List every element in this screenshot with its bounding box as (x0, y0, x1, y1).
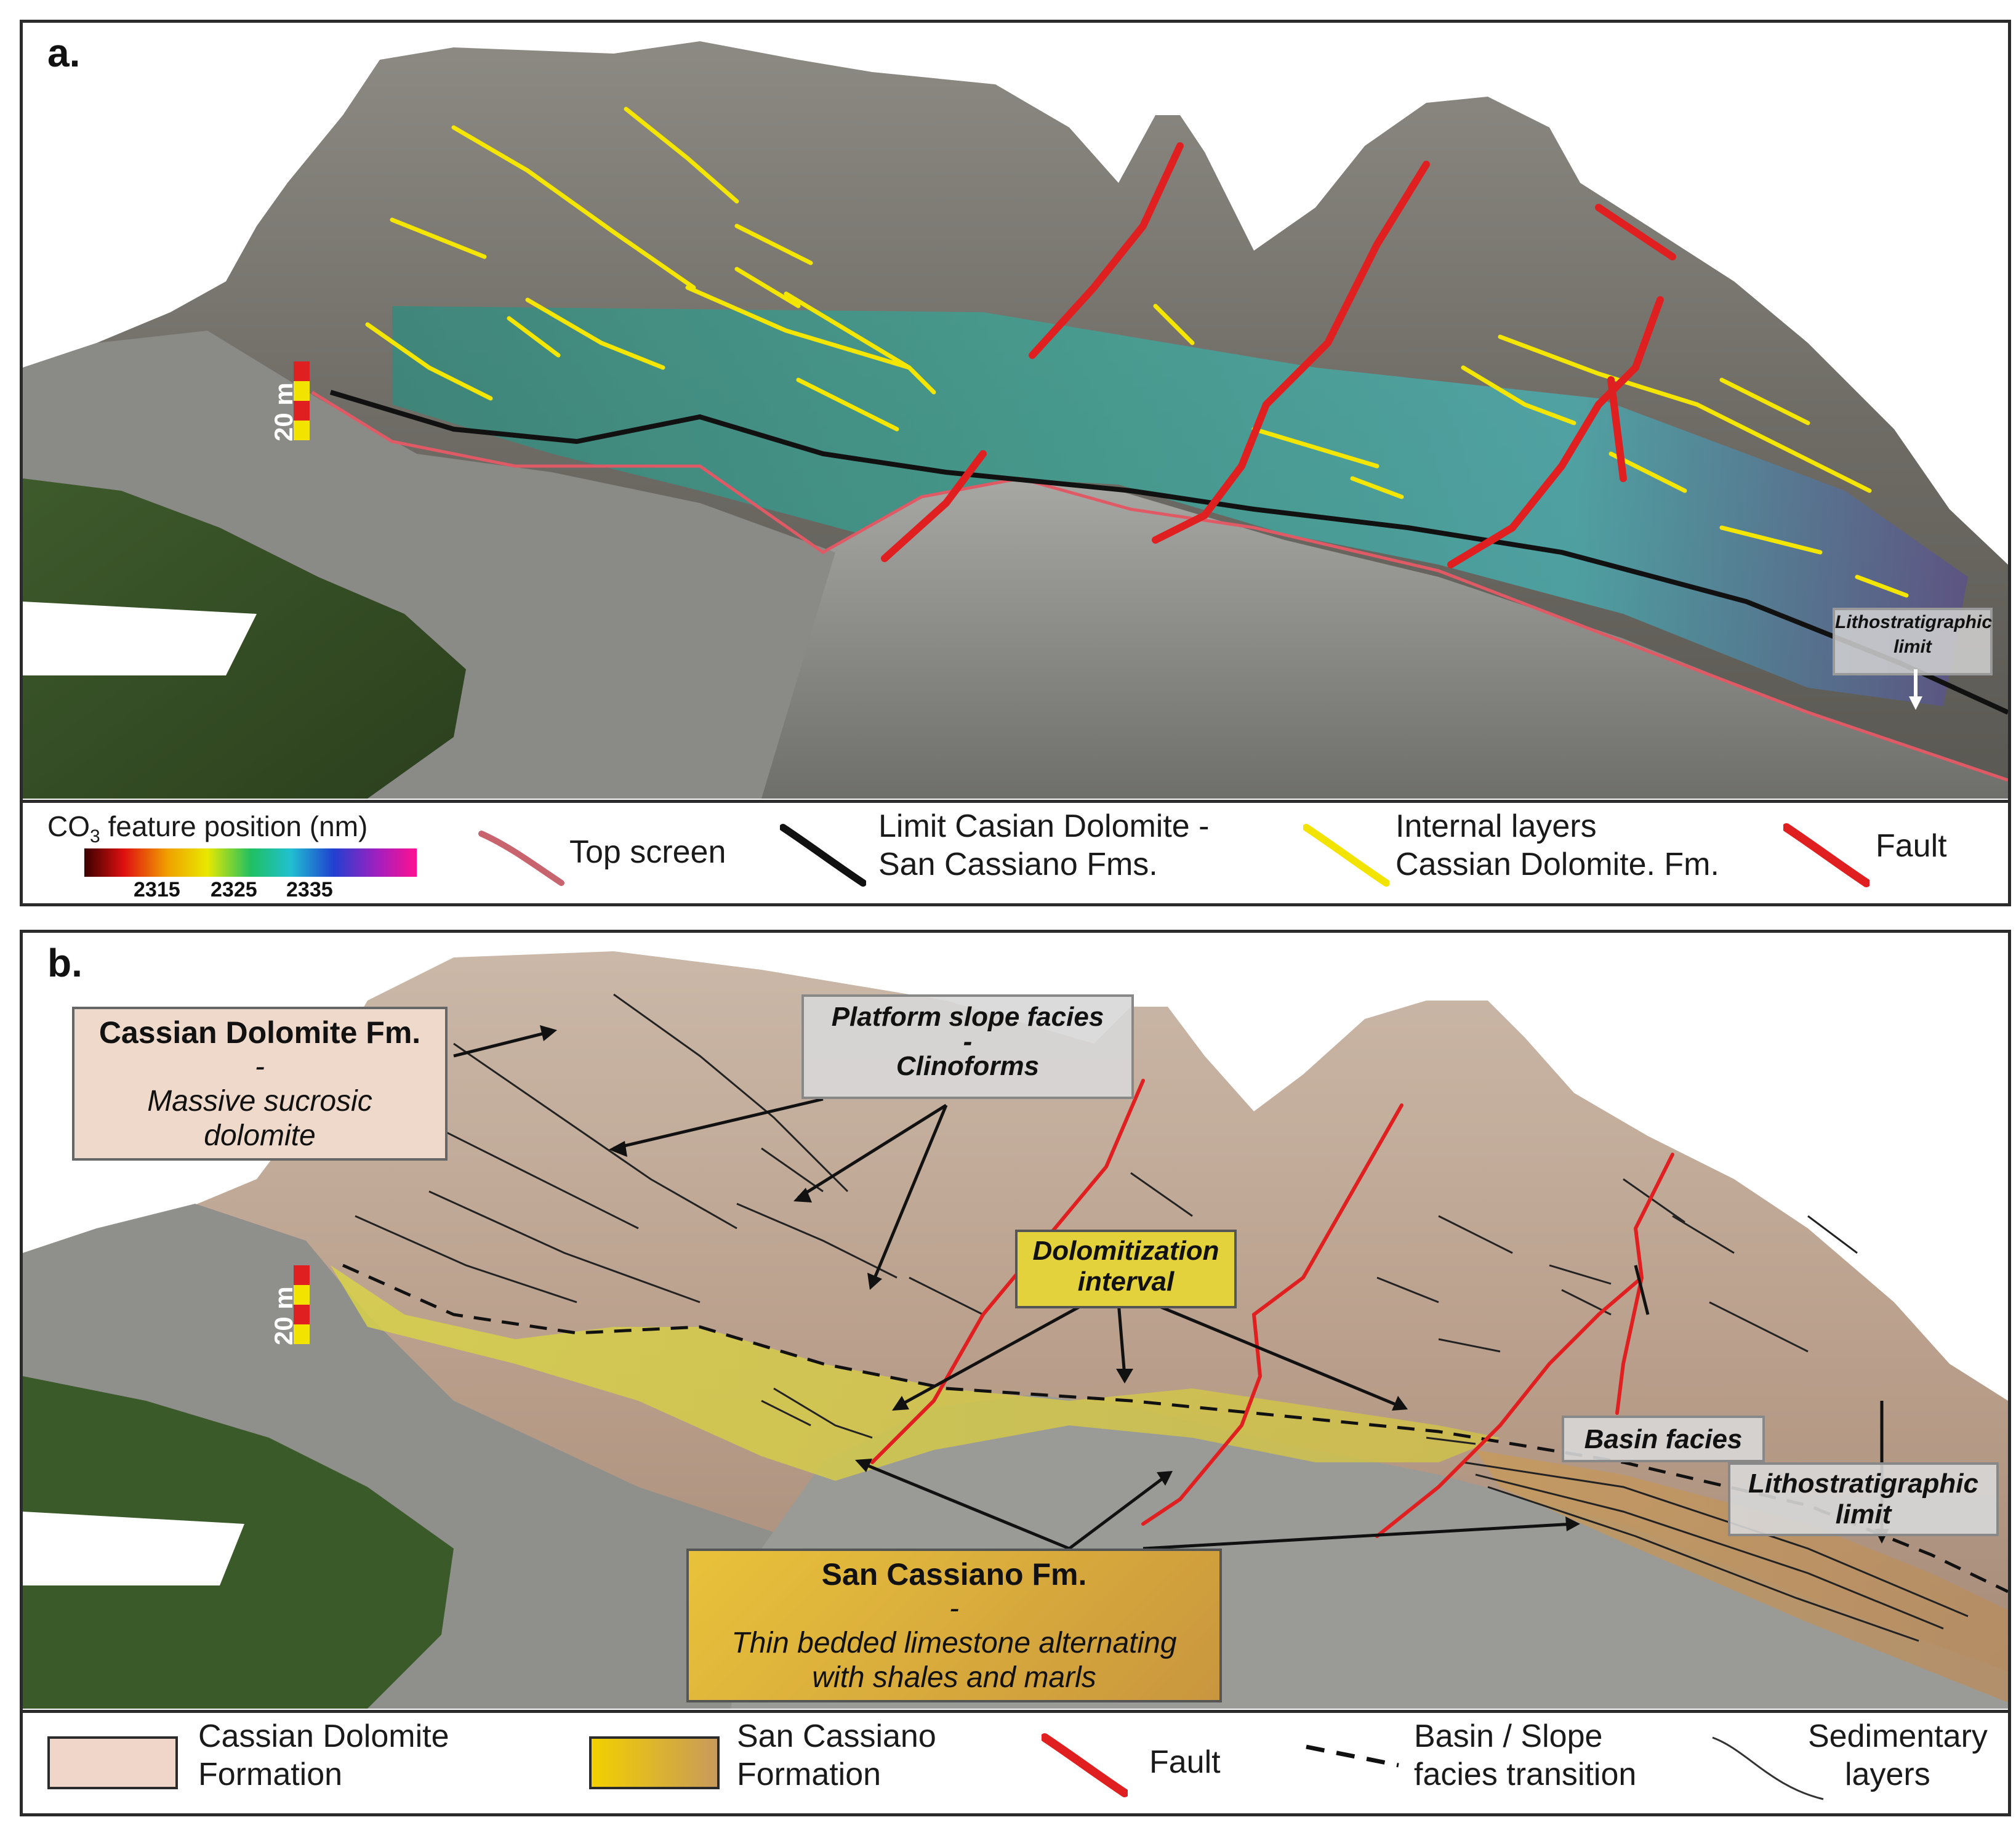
legend-top-scree-line (478, 831, 564, 886)
san-cassiano-title: San Cassiano Fm. (821, 1557, 1087, 1592)
scale-label-b: 20 m (269, 1286, 298, 1345)
panel-b-legend: Cassian Dolomite Formation San Cassiano … (23, 1710, 2008, 1813)
panel-b-letter: b. (47, 941, 82, 985)
basin-facies-box: Basin facies (1562, 1416, 1765, 1462)
basin-facies-label: Basin facies (1584, 1424, 1743, 1454)
panel-a-letter: a. (47, 31, 81, 75)
san-cassiano-dash: - (949, 1592, 959, 1625)
litho-limit-line2: limit (1894, 637, 1932, 657)
legend-sedimentary-label-2: layers (1845, 1757, 1930, 1792)
legend-fault-line-a (1783, 823, 1869, 887)
colorbar-title: CO3 feature position (nm) (47, 810, 368, 847)
legend-top-scree-label: Top screen (569, 834, 726, 870)
legend-fault-line-b (1042, 1733, 1128, 1797)
legend-cassian-label-1: Cassian Dolomite (198, 1718, 449, 1754)
panel-a: a. 20 m Lithostratigraphic limit CO3 fea… (20, 20, 2011, 906)
litho-b-line1: Lithostratigraphic (1748, 1468, 1979, 1499)
legend-fault-label-b: Fault (1149, 1744, 1221, 1780)
cassian-box-desc2: dolomite (204, 1119, 316, 1152)
legend-limit-line (780, 824, 866, 887)
legend-san-cassiano-label-2: Formation (737, 1757, 881, 1792)
platform-slope-box: Platform slope facies - Clinoforms (801, 994, 1134, 1099)
litho-limit-callout-a: Lithostratigraphic limit (1833, 608, 1993, 675)
legend-limit-label-1: Limit Casian Dolomite - (878, 808, 1210, 844)
scale-label-a: 20 m (269, 382, 298, 441)
cassian-box-dash: - (255, 1050, 265, 1083)
litho-limit-line1: Lithostratigraphic (1835, 612, 1993, 632)
platform-box-line1: Platform slope facies (831, 1002, 1104, 1032)
scale-bar-b (294, 1265, 310, 1344)
litho-arrow-a (1909, 669, 1922, 710)
litho-limit-box-b: Lithostratigraphic limit (1728, 1462, 1999, 1536)
dolomitization-box: Dolomitization interval (1015, 1230, 1237, 1308)
scale-bar-a (294, 361, 310, 440)
legend-san-cassiano-swatch (589, 1736, 720, 1789)
legend-fault-label-a: Fault (1876, 828, 1947, 864)
platform-box-dash: - (963, 1026, 973, 1057)
legend-internal-layers-label-1: Internal layers (1396, 808, 1597, 844)
panel-b: b. 20 m Cassian Dolomite Fm. - Massive s… (20, 930, 2011, 1816)
san-cassiano-desc2: with shales and marls (812, 1661, 1096, 1694)
legend-sedimentary-label-1: Sedimentary (1808, 1718, 1988, 1754)
platform-box-line2: Clinoforms (896, 1051, 1040, 1081)
legend-san-cassiano-label-1: San Cassiano (737, 1718, 936, 1754)
legend-transition-line (1306, 1744, 1399, 1768)
cassian-box-desc1: Massive sucrosic (147, 1085, 372, 1118)
cassian-box-title: Cassian Dolomite Fm. (98, 1015, 421, 1050)
legend-cassian-label-2: Formation (198, 1757, 343, 1792)
san-cassiano-desc1: Thin bedded limestone alternating (731, 1627, 1177, 1659)
legend-internal-layers-line (1303, 824, 1389, 887)
dolomitization-line1: Dolomitization (1032, 1236, 1219, 1266)
legend-internal-layers-label-2: Cassian Dolomite. Fm. (1396, 847, 1719, 882)
panel-a-scene (23, 23, 2008, 799)
colorbar-tick-0: 2315 (134, 878, 180, 901)
legend-cassian-swatch (47, 1736, 178, 1789)
colorbar (84, 848, 417, 877)
san-cassiano-box: San Cassiano Fm. - Thin bedded limestone… (686, 1549, 1222, 1702)
dolomitization-line2: interval (1077, 1267, 1175, 1297)
legend-transition-label-2: facies transition (1414, 1757, 1637, 1792)
legend-sedimentary-line (1712, 1736, 1824, 1800)
litho-b-line2: limit (1835, 1499, 1892, 1529)
panel-a-legend: CO3 feature position (nm) 2315 2325 2335… (23, 800, 2008, 903)
cassian-dolomite-box: Cassian Dolomite Fm. - Massive sucrosic … (72, 1007, 448, 1161)
colorbar-tick-1: 2325 (211, 878, 257, 901)
colorbar-tick-2: 2335 (286, 878, 333, 901)
legend-transition-label-1: Basin / Slope (1414, 1718, 1603, 1754)
legend-limit-label-2: San Cassiano Fms. (878, 847, 1158, 882)
